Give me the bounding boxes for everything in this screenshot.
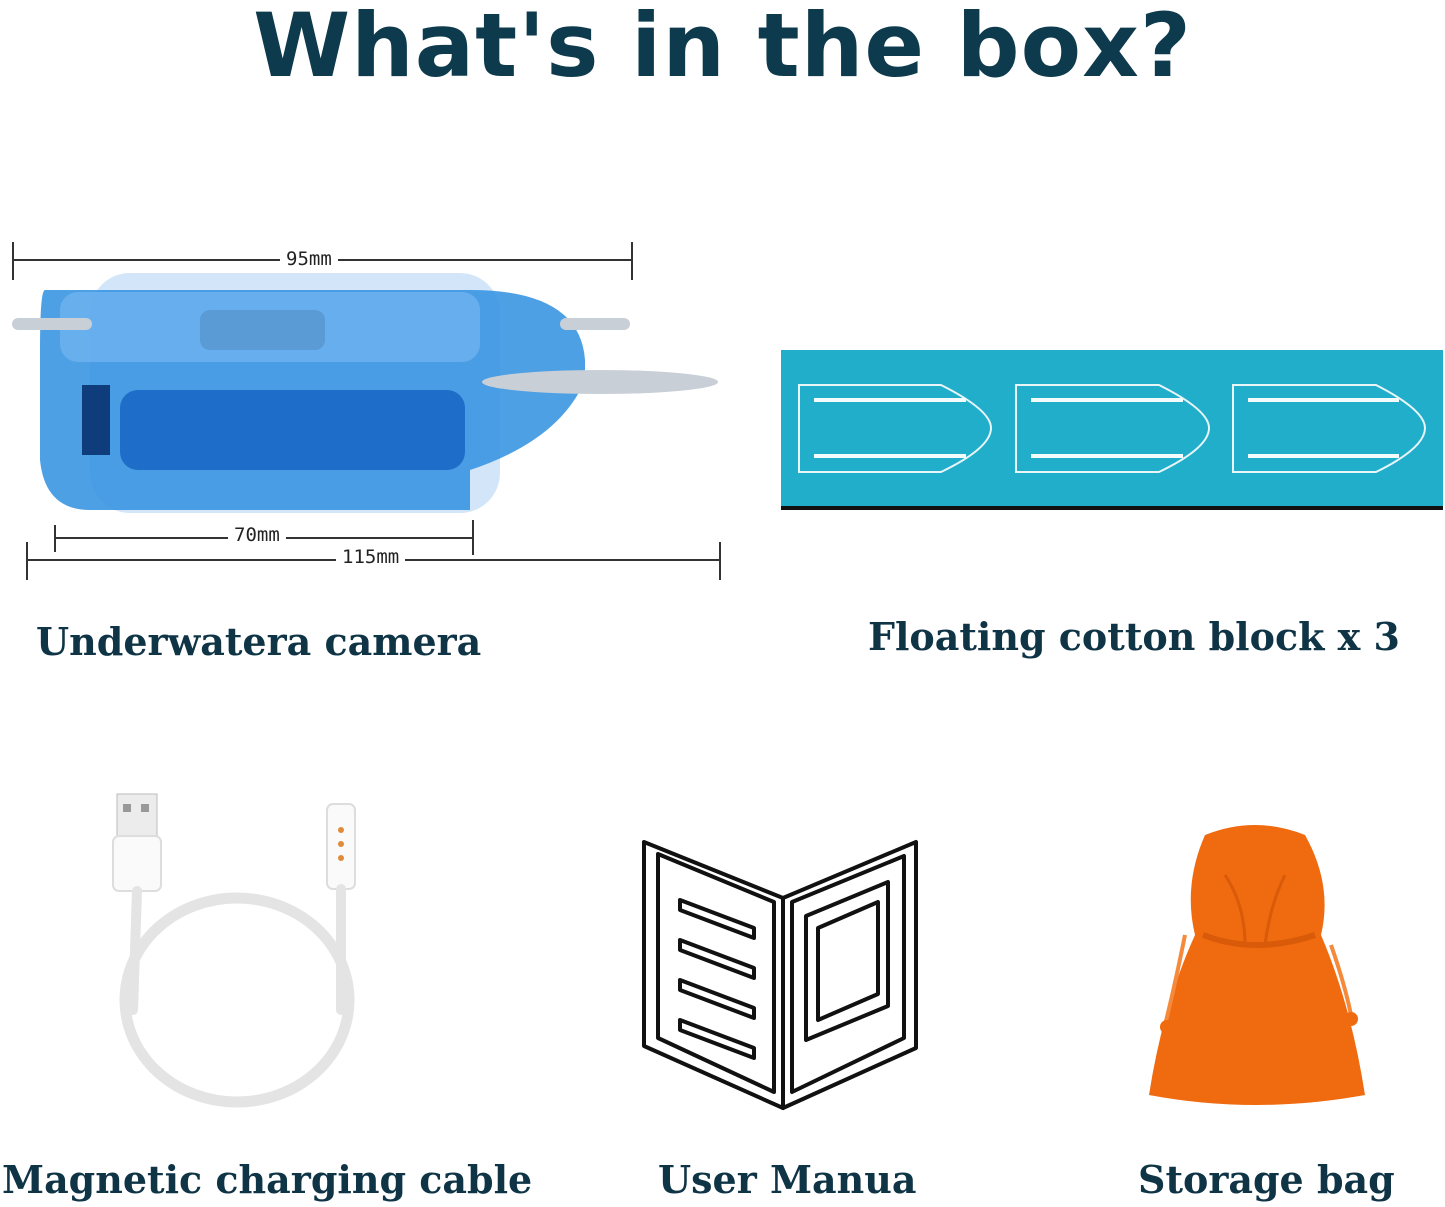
storage-bag-image: [1149, 825, 1365, 1105]
charging-cable-image: [112, 793, 356, 1108]
camera-caption: Underwatera camera: [36, 619, 482, 664]
page-title: What's in the box?: [253, 0, 1192, 97]
cable-caption: Magnetic charging cable: [2, 1157, 533, 1202]
camera-image: [12, 242, 721, 580]
bag-caption: Storage bag: [1138, 1157, 1395, 1202]
dimension-inner-label: 70mm: [228, 524, 286, 546]
dimension-overall-label: 115mm: [336, 546, 406, 568]
floating-blocks-image: [781, 350, 1443, 510]
floats-caption: Floating cotton block x 3: [868, 614, 1400, 659]
user-manual-image: [642, 840, 918, 1110]
dimension-top-label: 95mm: [280, 248, 338, 270]
manual-caption: User Manua: [658, 1157, 917, 1202]
